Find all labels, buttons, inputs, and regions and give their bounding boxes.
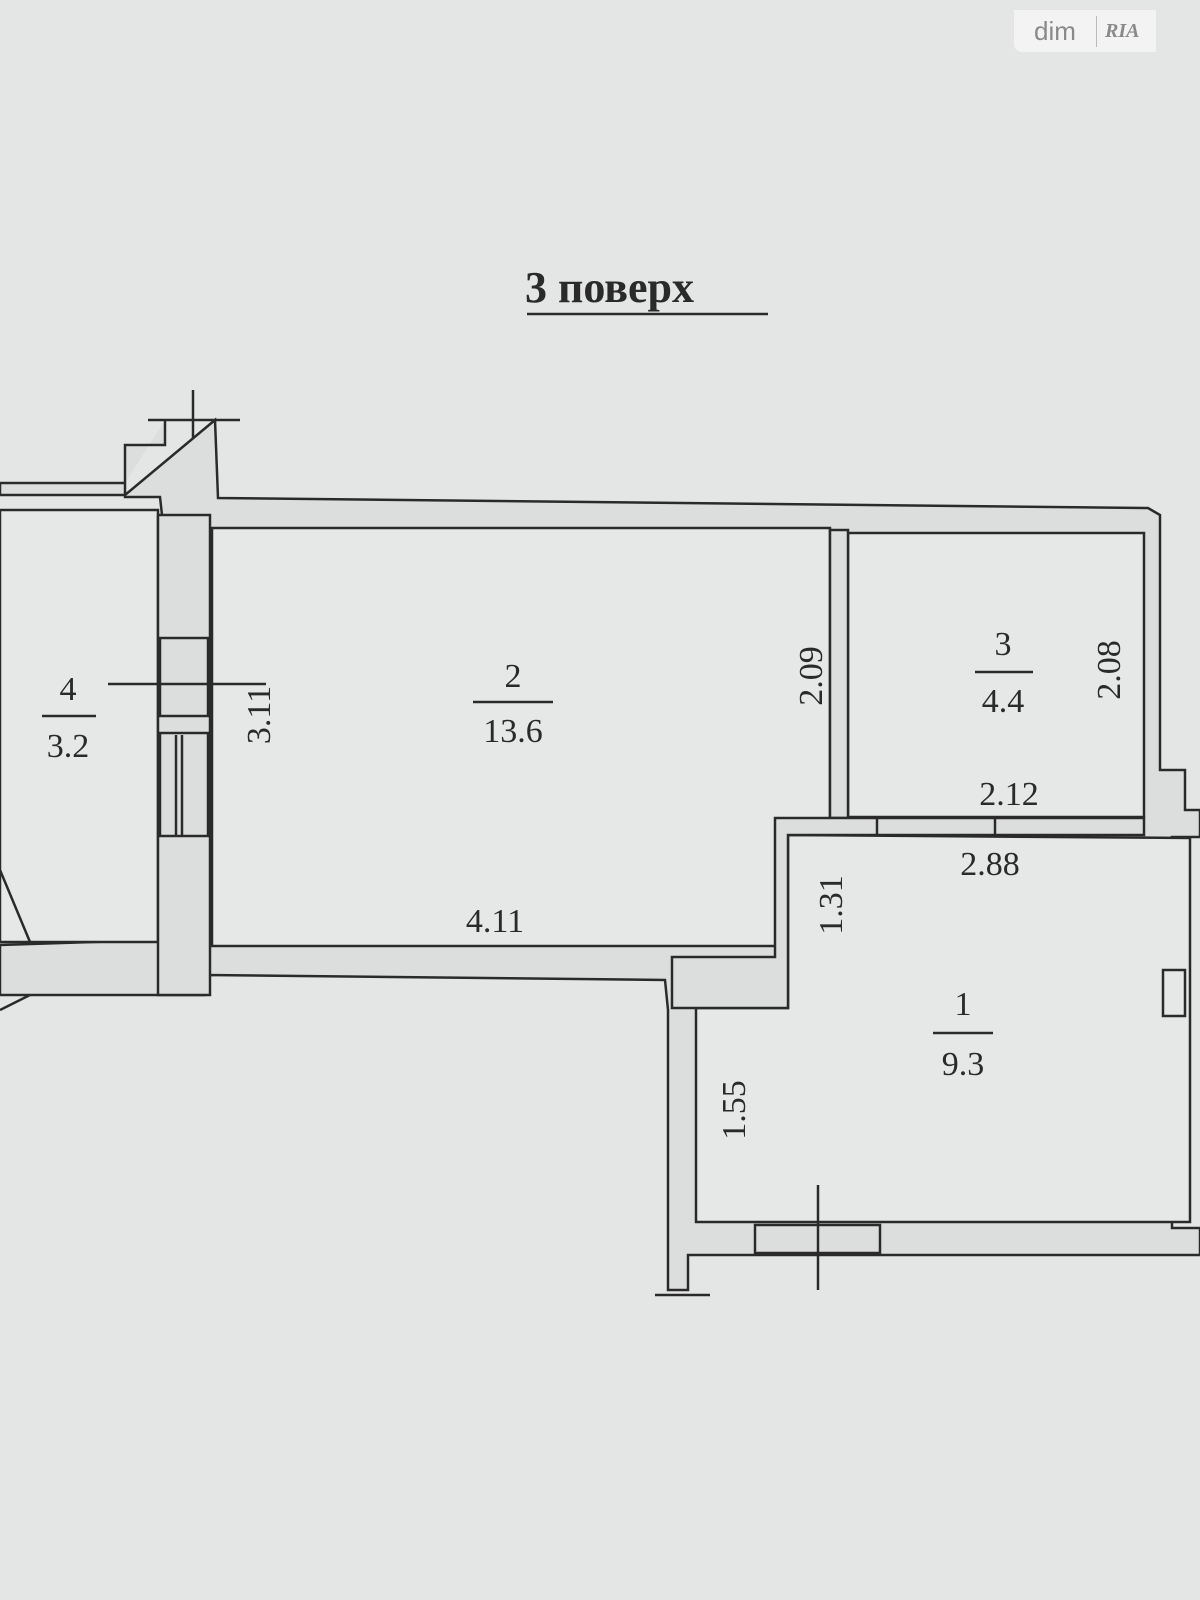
room-2 bbox=[210, 526, 832, 948]
logo-dim: dim bbox=[1014, 15, 1097, 47]
stair-line bbox=[0, 869, 32, 943]
svg-text:3: 3 bbox=[995, 626, 1012, 663]
partition-wall bbox=[828, 528, 850, 820]
room-label-3: 3 4.4 bbox=[975, 626, 1033, 720]
svg-text:13.6: 13.6 bbox=[483, 713, 543, 750]
dim-2-08: 2.08 bbox=[1091, 640, 1128, 700]
svg-text:4.4: 4.4 bbox=[982, 683, 1025, 720]
room-label-1: 1 9.3 bbox=[933, 986, 993, 1083]
dim-ria-logo: dim RIA bbox=[1014, 10, 1156, 52]
svg-text:9.3: 9.3 bbox=[942, 1046, 985, 1083]
svg-text:1: 1 bbox=[955, 986, 972, 1023]
room-4 bbox=[0, 508, 160, 944]
dim-1-31: 1.31 bbox=[813, 875, 850, 935]
svg-text:2: 2 bbox=[505, 658, 522, 695]
room-label-4: 4 3.2 bbox=[42, 671, 96, 765]
door-opening bbox=[158, 636, 210, 718]
svg-text:4: 4 bbox=[60, 671, 77, 708]
svg-text:3.2: 3.2 bbox=[47, 728, 90, 765]
room-label-2: 2 13.6 bbox=[473, 658, 553, 750]
stair-line bbox=[0, 993, 31, 1012]
dim-4-11: 4.11 bbox=[466, 903, 524, 940]
dim-1-55: 1.55 bbox=[716, 1080, 753, 1140]
dim-3-11: 3.11 bbox=[241, 686, 278, 744]
vent bbox=[1161, 968, 1187, 1018]
floor-title: 3 поверх bbox=[525, 263, 694, 312]
logo-ria: RIA bbox=[1105, 19, 1140, 42]
dim-2-88: 2.88 bbox=[960, 846, 1020, 883]
dim-2-09: 2.09 bbox=[793, 646, 830, 706]
room-3 bbox=[846, 531, 1146, 819]
left-wall bbox=[156, 513, 212, 997]
window bbox=[158, 731, 210, 838]
inner-wall bbox=[670, 816, 1146, 1010]
dim-2-12: 2.12 bbox=[979, 776, 1039, 813]
